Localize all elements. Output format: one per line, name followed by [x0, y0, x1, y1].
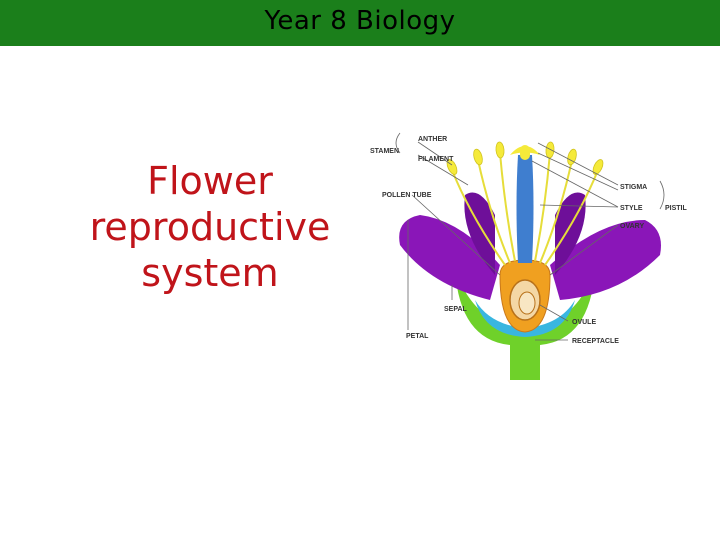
slide-title: Flower reproductive system [60, 158, 360, 296]
label-ovule: OVULE [572, 319, 596, 326]
pistil-bracket [659, 180, 665, 210]
receptacle [475, 300, 575, 337]
style [516, 155, 534, 263]
label-anther: ANTHER [418, 136, 447, 143]
label-sepal: SEPAL [444, 306, 468, 313]
flower-diagram: ANTHER STAMEN FILAMENT POLLEN TUBE STIGM… [370, 132, 688, 380]
sepal [455, 270, 595, 345]
label-receptacle: RECEPTACLE [572, 338, 619, 345]
slide-title-line-2: reproductive [89, 205, 331, 249]
header-banner: Year 8 Biology [0, 0, 720, 46]
leader-lines [407, 141, 619, 341]
slide-title-line-3: system [141, 251, 279, 295]
header-title: Year 8 Biology [264, 6, 456, 36]
label-ovary: OVARY [620, 223, 644, 230]
label-style: STYLE [620, 205, 643, 212]
petal-right [550, 220, 661, 300]
slide-title-line-1: Flower [147, 159, 273, 203]
label-filament: FILAMENT [418, 156, 454, 163]
label-stamen: STAMEN [370, 148, 399, 155]
stamens [451, 152, 599, 266]
label-pistil: PISTIL [665, 205, 688, 212]
stigma-top [520, 145, 530, 160]
label-stigma: STIGMA [620, 184, 647, 191]
label-petal: PETAL [406, 333, 429, 340]
stamen-bracket [395, 132, 401, 154]
label-pollen-tube: POLLEN TUBE [382, 192, 432, 199]
ovule-inner [518, 291, 536, 315]
petal-left [399, 215, 500, 300]
